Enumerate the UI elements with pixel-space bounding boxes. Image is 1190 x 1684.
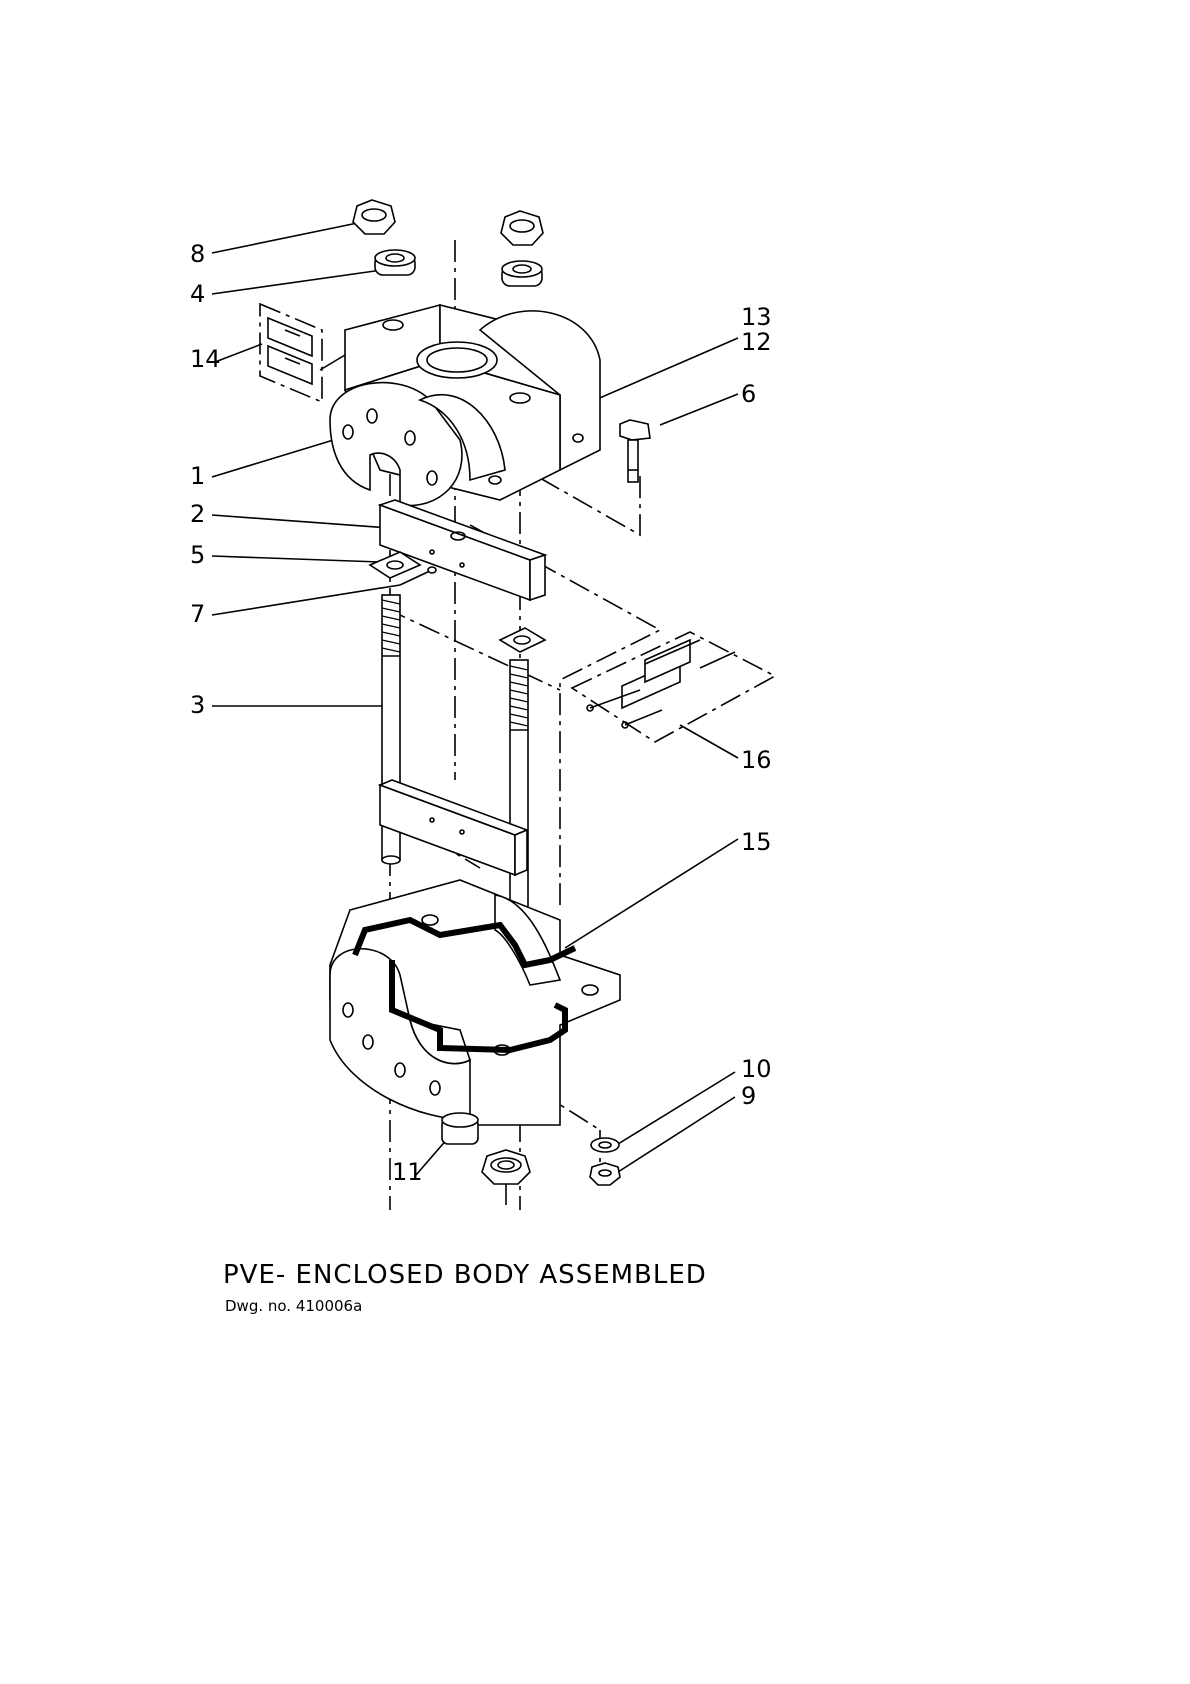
- upper-housing: [330, 305, 600, 506]
- lower-carrier-bar: [380, 780, 527, 875]
- bottom-nut-centre: [482, 1150, 530, 1205]
- callout-label-15: 15: [741, 828, 772, 856]
- callout-label-8: 8: [190, 240, 205, 268]
- square-washer-right: [500, 628, 545, 652]
- hex-nut-top-right: [501, 211, 543, 245]
- callout-label-6: 6: [741, 380, 756, 408]
- callout-label-2: 2: [190, 500, 205, 528]
- lower-housing: [330, 880, 620, 1125]
- callout-label-9: 9: [741, 1082, 756, 1110]
- washer-top-left: [375, 250, 415, 275]
- callout-label-5: 5: [190, 541, 205, 569]
- callout-label-7: 7: [190, 600, 205, 628]
- adjuster-assembly: [572, 632, 775, 742]
- label-plate: [260, 304, 345, 402]
- hex-bolt: [620, 420, 650, 482]
- plug: [442, 1113, 478, 1144]
- drawing-number: Dwg. no. 410006a: [225, 1297, 362, 1315]
- callout-label-10: 10: [741, 1055, 772, 1083]
- washer-top-right: [502, 261, 542, 286]
- small-washer: [591, 1138, 619, 1152]
- callout-label-3: 3: [190, 691, 205, 719]
- callout-label-12: 12: [741, 328, 772, 356]
- callout-label-4: 4: [190, 280, 205, 308]
- callout-label-16: 16: [741, 746, 772, 774]
- drawing-title: PVE- ENCLOSED BODY ASSEMBLED: [223, 1260, 707, 1290]
- callout-label-13: 13: [741, 303, 772, 331]
- threaded-rod-right: [510, 660, 528, 929]
- callout-label-1: 1: [190, 462, 205, 490]
- callout-label-14: 14: [190, 345, 221, 373]
- hex-nut-top-left: [353, 200, 395, 234]
- small-nut: [590, 1163, 620, 1185]
